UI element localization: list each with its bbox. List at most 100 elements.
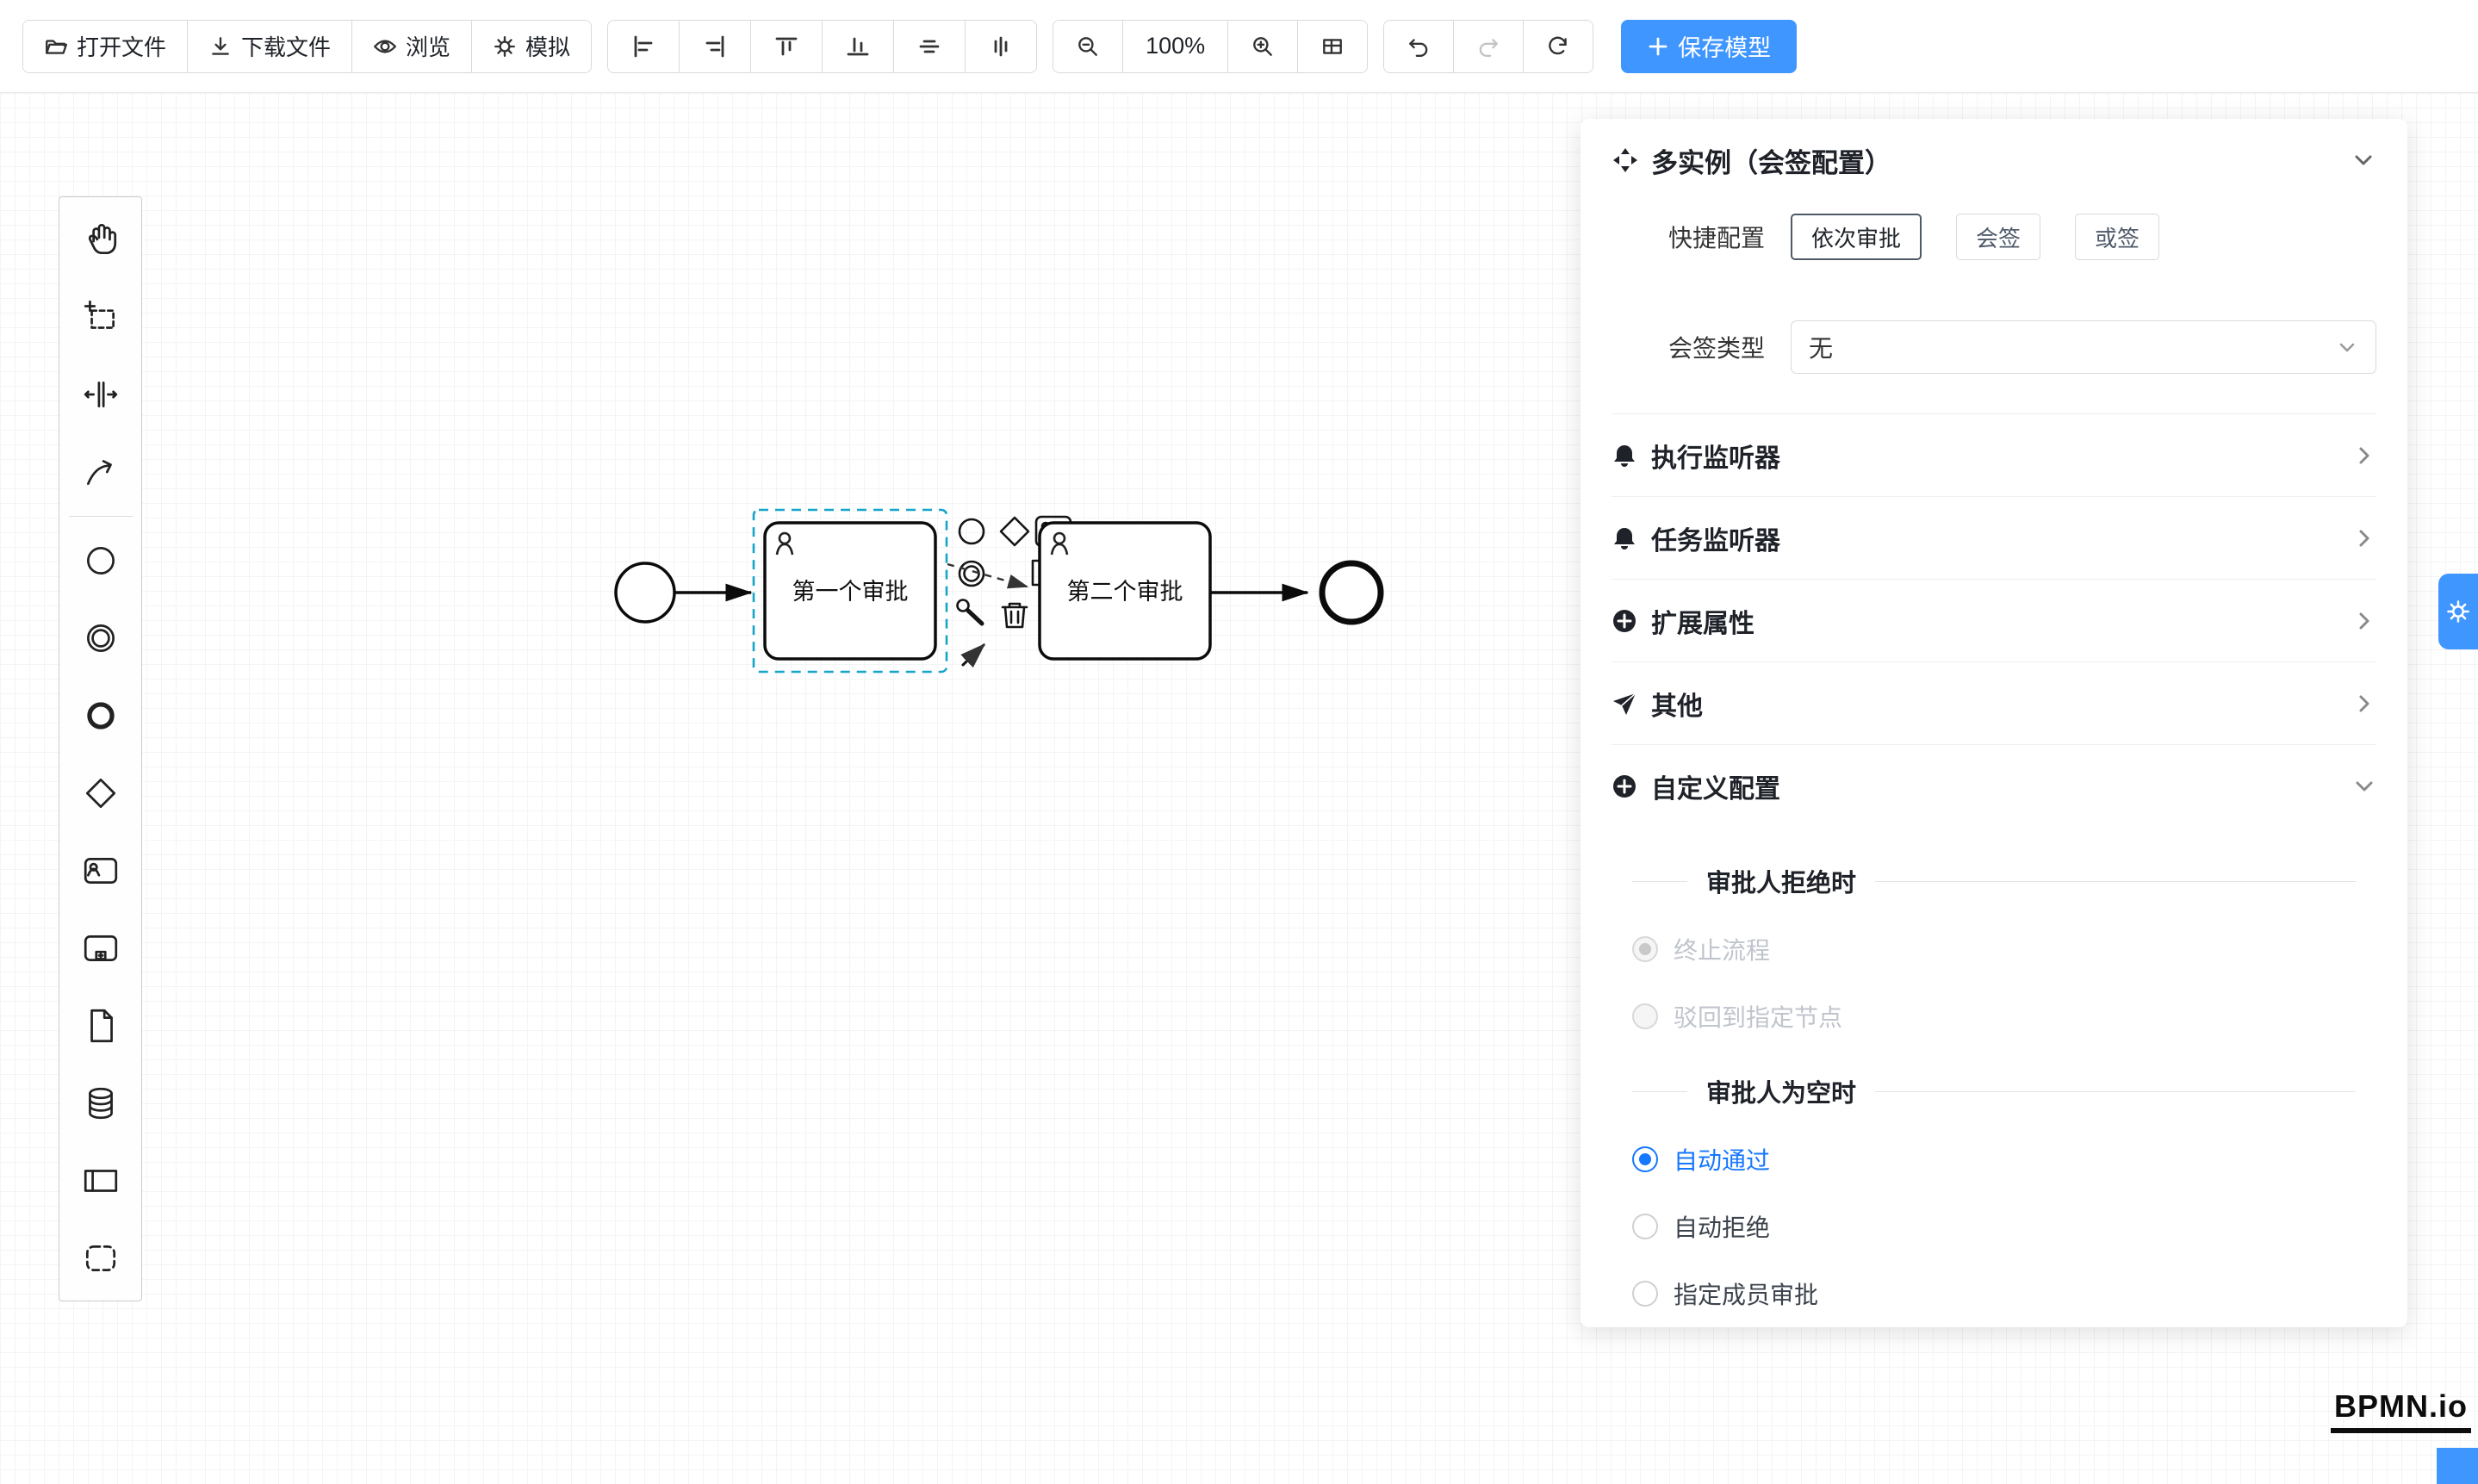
hand-tool[interactable] <box>61 201 140 278</box>
create-subprocess[interactable] <box>61 910 140 987</box>
zoom-in-button[interactable] <box>1228 20 1299 72</box>
align-center-vertical-button[interactable] <box>966 20 1037 72</box>
quick-option-sequential[interactable]: 依次审批 <box>1791 214 1922 260</box>
simulate-button[interactable]: 模拟 <box>472 20 592 72</box>
intermediate-event-icon <box>86 624 115 652</box>
properties-panel: 多实例（会签配置） 快捷配置 依次审批 会签 或签 会签类型 无 执行监听器 <box>1581 119 2407 1327</box>
create-participant[interactable] <box>61 1142 140 1220</box>
radio-icon <box>1632 1214 1658 1239</box>
lasso-tool[interactable] <box>61 278 140 356</box>
create-end-event[interactable] <box>61 677 140 754</box>
section-extension-properties[interactable]: 扩展属性 <box>1612 579 2376 661</box>
multi-instance-icon <box>1613 148 1637 172</box>
user-icon <box>775 531 794 556</box>
append-end-event-icon[interactable] <box>958 518 985 545</box>
space-tool[interactable] <box>61 356 140 433</box>
section-execution-listener[interactable]: 执行监听器 <box>1612 413 2376 496</box>
trash-icon[interactable] <box>1001 602 1028 629</box>
radio-return-to-node[interactable]: 驳回到指定节点 <box>1632 999 2356 1034</box>
radio-icon <box>1632 936 1658 962</box>
download-file-button[interactable]: 下载文件 <box>188 20 353 72</box>
refresh-button[interactable] <box>1524 20 1593 72</box>
chevron-down-icon[interactable] <box>2351 147 2376 173</box>
chevron-right-icon <box>2359 530 2369 546</box>
custom-config-block: 审批人拒绝时 终止流程 驳回到指定节点 审批人为空时 自动通过 <box>1612 827 2376 1311</box>
eye-icon <box>374 39 397 53</box>
folder-open-icon <box>46 39 68 54</box>
panel-toggle-tab[interactable] <box>2438 574 2478 649</box>
save-model-button[interactable]: 保存模型 <box>1621 19 1798 73</box>
create-data-object[interactable] <box>61 987 140 1065</box>
chevron-right-icon <box>2359 447 2369 463</box>
user-task-1[interactable]: 第一个审批 <box>763 521 937 661</box>
create-start-event[interactable] <box>61 522 140 599</box>
align-center-horizontal-button[interactable] <box>894 20 966 72</box>
create-data-store[interactable] <box>61 1065 140 1142</box>
palette <box>59 196 142 1301</box>
section-task-listener[interactable]: 任务监听器 <box>1612 496 2376 579</box>
section-other[interactable]: 其他 <box>1612 661 2376 744</box>
end-event[interactable] <box>1319 560 1384 625</box>
zoom-out-icon <box>1078 36 1097 56</box>
undo-button[interactable] <box>1384 20 1455 72</box>
start-event-icon <box>86 547 115 574</box>
bpmn-io-logo[interactable]: BPMN.io <box>2331 1388 2471 1433</box>
fit-viewport-button[interactable] <box>1298 20 1368 72</box>
align-bottom-button[interactable] <box>823 20 895 72</box>
wrench-icon[interactable] <box>956 599 984 626</box>
bell-icon <box>1614 527 1635 550</box>
open-file-label: 打开文件 <box>77 34 167 60</box>
create-group[interactable] <box>61 1220 140 1297</box>
radio-auto-reject[interactable]: 自动拒绝 <box>1632 1209 2356 1244</box>
create-intermediate-event[interactable] <box>61 599 140 677</box>
panel-title: 多实例（会签配置） <box>1651 147 1891 178</box>
quick-option-orsign[interactable]: 或签 <box>2075 214 2160 260</box>
align-top-icon <box>775 37 798 55</box>
create-gateway[interactable] <box>61 754 140 832</box>
palette-separator <box>68 516 133 517</box>
lasso-icon <box>84 300 115 329</box>
reject-divider: 审批人拒绝时 <box>1632 863 2356 899</box>
start-event[interactable] <box>614 562 676 624</box>
undo-icon <box>1409 38 1428 57</box>
sign-type-label: 会签类型 <box>1668 335 1765 362</box>
connect-icon[interactable] <box>960 643 986 668</box>
section-custom-config[interactable]: 自定义配置 <box>1612 744 2376 827</box>
panel-sections: 执行监听器 任务监听器 扩展属性 其他 <box>1612 413 2376 827</box>
user-task-2[interactable]: 第二个审批 <box>1038 521 1212 661</box>
hand-icon <box>88 223 116 255</box>
align-right-button[interactable] <box>680 20 752 72</box>
plus-icon <box>1649 37 1668 55</box>
radio-assign-member[interactable]: 指定成员审批 <box>1632 1276 2356 1311</box>
sign-type-select[interactable]: 无 <box>1791 320 2376 374</box>
preview-button[interactable]: 浏览 <box>352 20 473 72</box>
chevron-right-icon <box>2359 612 2369 629</box>
save-model-label: 保存模型 <box>1678 35 1772 61</box>
zoom-out-button[interactable] <box>1053 20 1124 72</box>
create-user-task[interactable] <box>61 832 140 910</box>
align-top-button[interactable] <box>751 20 823 72</box>
align-left-button[interactable] <box>608 20 680 72</box>
paper-plane-icon <box>1613 692 1636 715</box>
append-intermediate-event-icon[interactable] <box>958 560 985 587</box>
chevron-down-icon <box>2356 781 2373 791</box>
empty-title: 审批人为空时 <box>1706 1080 1857 1108</box>
radio-terminate-process[interactable]: 终止流程 <box>1632 932 2356 966</box>
gear-icon <box>2447 600 2469 623</box>
redo-button[interactable] <box>1454 20 1525 72</box>
user-icon <box>1050 531 1069 556</box>
end-event-icon <box>86 702 115 730</box>
global-connect-tool[interactable] <box>61 433 140 511</box>
bell-icon <box>1614 444 1635 467</box>
gear-icon <box>494 35 516 57</box>
panel-header[interactable]: 多实例（会签配置） <box>1612 119 2376 202</box>
document-icon <box>90 1009 113 1043</box>
quick-option-countersign[interactable]: 会签 <box>1956 214 2041 260</box>
radio-auto-approve[interactable]: 自动通过 <box>1632 1142 2356 1177</box>
append-gateway-icon[interactable] <box>999 516 1030 547</box>
task-label: 第一个审批 <box>792 579 909 605</box>
space-tool-icon <box>84 382 117 407</box>
simulate-label: 模拟 <box>525 34 571 60</box>
quick-config-row: 快捷配置 依次审批 会签 或签 <box>1612 214 2376 260</box>
open-file-button[interactable]: 打开文件 <box>23 20 189 72</box>
